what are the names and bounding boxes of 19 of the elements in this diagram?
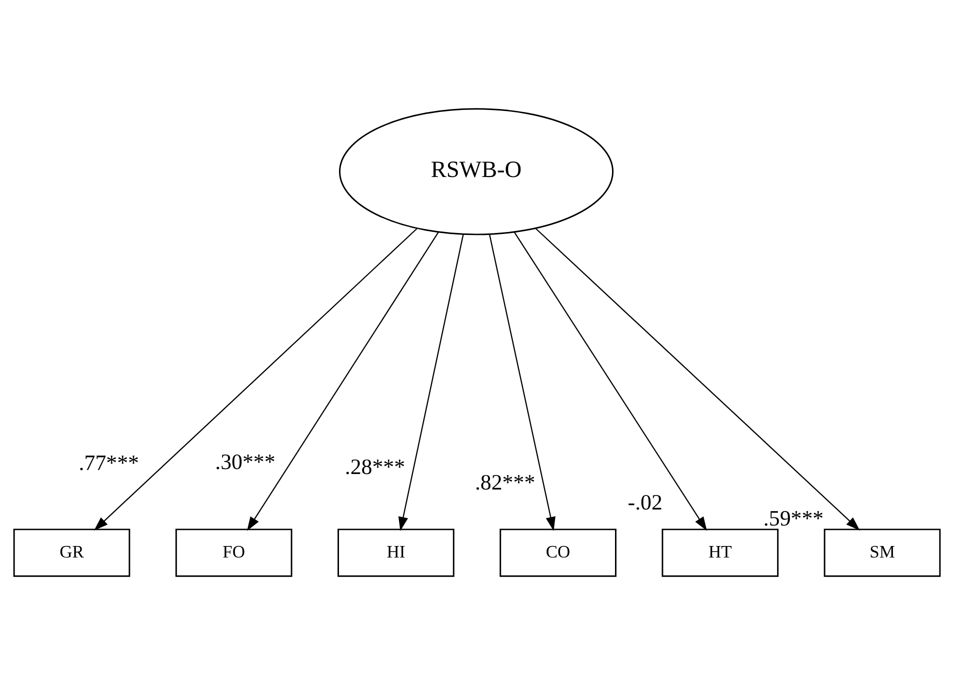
edge-label: .82*** [474,469,536,494]
arrow [398,234,464,530]
arrow [535,228,860,530]
node-ellipse: RSWB-O [339,108,614,235]
node-box: CO [500,528,616,576]
arrow [488,234,556,530]
node-box: FO [175,528,292,576]
node-box: SM [824,528,941,576]
edge-label: .30*** [215,448,276,474]
edge-label: .59*** [763,504,824,530]
edge-label: .28*** [344,453,406,478]
node-box: HT [662,528,779,576]
edge-label: .77*** [78,450,139,475]
node-box: HI [338,528,454,576]
node-box: GR [13,528,130,576]
arrow [514,231,707,530]
arrow [246,231,439,530]
edge-label: -.02 [628,489,662,514]
arrow [94,228,418,530]
